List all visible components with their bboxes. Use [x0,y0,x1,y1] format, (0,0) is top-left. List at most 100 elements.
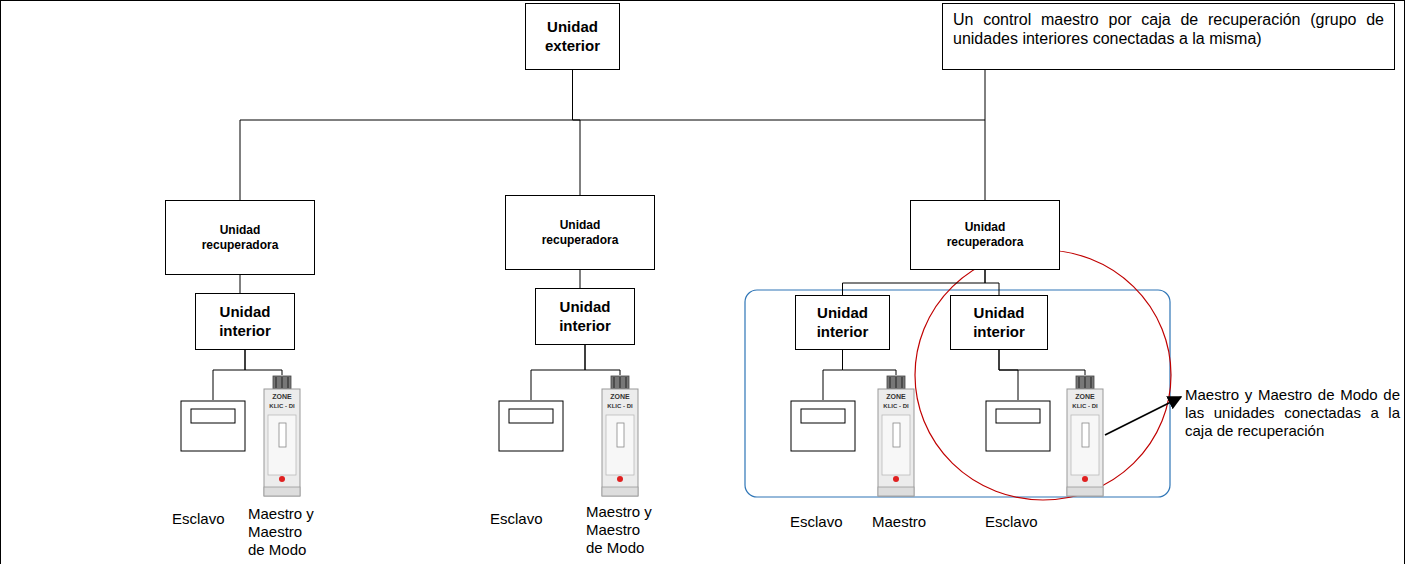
role-label: Maestro y Maestro de Modo [248,505,322,559]
controller-module: ZONEKLIC - DIMaestro y Maestro de Modo [262,375,302,497]
callout-arrow [1105,397,1181,435]
controller-module: ZONEKLIC - DIMaestro [876,375,916,497]
terminal-block [1076,376,1094,389]
button-slot [893,423,900,447]
model-text: KLIC - DI [600,403,640,409]
connector-line [585,345,620,375]
role-label: Esclavo [490,510,543,528]
note-box: Un control maestro por caja de recuperac… [942,3,1395,70]
unit-box: Unidad interior [195,293,295,350]
din-clip [1067,487,1103,496]
panel-outline [986,401,1050,451]
connector-line [843,270,986,295]
terminal-block [273,376,291,389]
terminal-slot [620,377,621,388]
model-text: KLIC - DI [262,403,302,409]
brand-text: ZONE [876,393,916,400]
role-label: Esclavo [985,513,1038,531]
terminal-slot [282,377,283,388]
unit-box: Unidad interior [950,295,1048,350]
panel-screen [509,409,553,423]
unit-name: Unidad interior [964,304,1034,342]
front-panel [1071,415,1099,475]
connector-line [985,270,999,295]
unit-box: Unidad recuperadora [910,200,1060,270]
controller-module: ZONEKLIC - DIMaestro y Maestro de Modo [600,375,640,497]
panel-screen [996,409,1040,423]
slave-panel: Esclavo [498,400,564,452]
connector-line [580,270,581,288]
terminal-slot [902,377,903,388]
role-label: Maestro [872,513,942,531]
terminal-slot [1085,377,1086,388]
status-led [1082,476,1088,482]
model-text: KLIC - DI [1065,403,1105,409]
brand-text: ZONE [600,393,640,400]
note-text: Un control maestro por caja de recuperac… [953,10,1384,48]
connector-line [531,345,585,400]
terminal-slot [1079,377,1080,388]
panel-drawing [498,400,564,452]
terminal-slot [896,377,897,388]
terminal-slot [626,377,627,388]
unit-name: Unidad interior [210,303,280,341]
callout-text: Maestro y Maestro de Modo de las unidade… [1185,386,1400,440]
unit-name: Unidad interior [808,304,878,342]
unit-box: Unidad exterior [525,3,620,70]
panel-screen [801,409,845,423]
connector-line [213,350,245,400]
din-clip [264,487,300,496]
status-led [617,476,623,482]
group-outline [745,290,1170,497]
panel-drawing [985,400,1051,452]
unit-box: Unidad recuperadora [505,195,655,270]
terminal-slot [276,377,277,388]
terminal-slot [288,377,289,388]
din-clip [878,487,914,496]
brand-text: ZONE [262,393,302,400]
button-slot [617,423,624,447]
model-text: KLIC - DI [876,403,916,409]
unit-name: Unidad recuperadora [938,220,1033,250]
connector-line [999,350,1018,400]
role-label: Esclavo [790,513,843,531]
unit-box: Unidad recuperadora [165,200,315,275]
terminal-slot [1091,377,1092,388]
unit-name: Unidad recuperadora [533,218,628,248]
connector-line [985,70,986,120]
terminal-slot [614,377,615,388]
status-led [279,476,285,482]
role-label: Esclavo [172,510,225,528]
panel-outline [181,401,245,451]
unit-box: Unidad interior [795,295,890,350]
unit-name: Unidad recuperadora [193,223,288,253]
slave-panel: Esclavo [985,400,1051,452]
panel-screen [191,409,235,423]
panel-outline [791,401,855,451]
button-slot [279,423,286,447]
connector-line [573,70,986,200]
terminal-block [611,376,629,389]
unit-name: Unidad exterior [538,18,608,56]
front-panel [606,415,634,475]
panel-drawing [790,400,856,452]
panel-drawing [180,400,246,452]
status-led [893,476,899,482]
unit-box: Unidad interior [535,288,635,345]
connector-line [999,350,1085,375]
terminal-block [887,376,905,389]
connector-line [823,350,843,400]
controller-module: ZONE KLIC - DI [1065,375,1105,497]
front-panel [882,415,910,475]
terminal-slot [890,377,891,388]
brand-text: ZONE [1065,393,1105,400]
unit-name: Unidad interior [550,298,620,336]
din-clip [602,487,638,496]
connector-line [843,350,897,375]
panel-outline [499,401,563,451]
callout-label: Maestro y Maestro de Modo de las unidade… [1185,386,1400,440]
button-slot [1082,423,1089,447]
